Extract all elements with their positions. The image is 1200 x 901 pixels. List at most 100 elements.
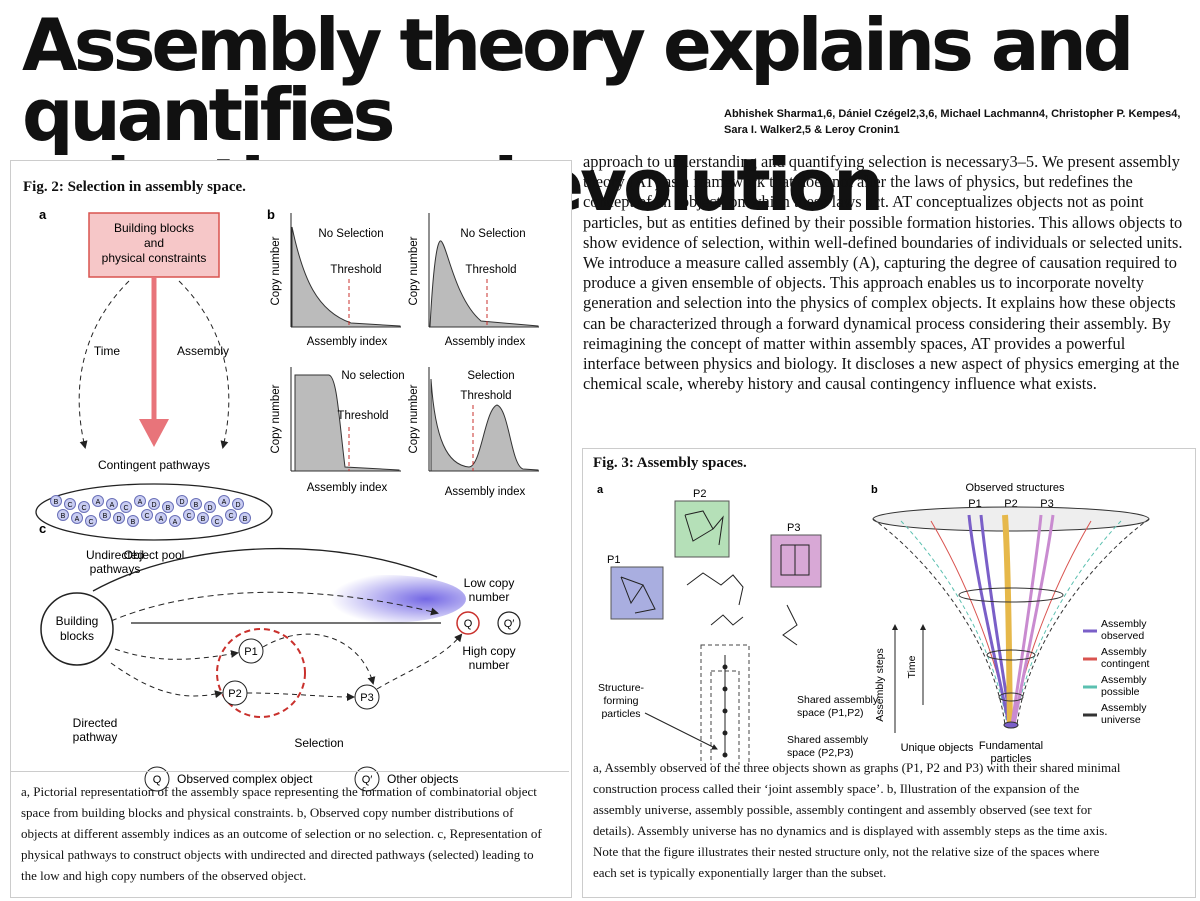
abstract-text: approach to understanding and quantifyin… <box>583 152 1183 394</box>
fig3-p3-label: P3 <box>787 522 800 534</box>
pool-particle <box>148 498 160 510</box>
structure-pointer <box>644 712 718 750</box>
pool-particle <box>64 498 76 510</box>
shared-space-p1p2 <box>700 644 750 765</box>
plot-2-xlabel: Assembly index <box>445 336 526 348</box>
pool-particle <box>120 501 132 513</box>
plot-3-threshold: Threshold <box>337 410 388 422</box>
pool-particle-letter: C <box>228 513 233 520</box>
pool-particle-letter: C <box>123 505 128 512</box>
plot-1-ylabel: Copy number <box>270 236 282 305</box>
assembly-arrow-head <box>139 419 169 447</box>
plot-2-ylabel: Copy number <box>408 236 420 305</box>
plot-1-xlabel: Assembly index <box>307 336 388 348</box>
box-line-2: and <box>144 236 164 250</box>
pool-particle <box>113 512 125 524</box>
legend-other: Other objects <box>387 772 458 786</box>
caption-2-line-2: space from building blocks and physical … <box>21 805 514 820</box>
p2-to-p3-arrow <box>246 692 355 701</box>
pool-particle-letter: B <box>201 516 206 523</box>
q-low-circle <box>456 611 480 635</box>
caption-2-line-1: a, Pictorial representation of the assem… <box>21 784 537 799</box>
time-dashed-arrow <box>78 280 130 449</box>
figure-3-panel: Fig. 3: Assembly spaces. a P1 P2 P3 Str <box>582 448 1196 898</box>
assembly-legend: AssemblyobservedAssemblycontingentAssemb… <box>1083 618 1150 726</box>
high-copy-label-1: High copy <box>462 644 515 658</box>
legend-observed: Observed complex object <box>177 772 313 786</box>
structure-label-1: Structure- <box>598 682 645 694</box>
author-list: Abhishek Sharma1,6, Dániel Czégel2,3,6, … <box>724 106 1194 138</box>
p2-graph-box <box>674 500 730 558</box>
caption-3-line-3: assembly universe, assembly possible, as… <box>593 802 1092 817</box>
pool-particle-letter: D <box>179 499 184 506</box>
pool-particle <box>85 515 97 527</box>
building-label-1: Building <box>56 614 99 628</box>
fig3-panel-a-label: a <box>597 484 604 496</box>
fig3-panel-b-label: b <box>871 484 878 496</box>
pool-particle <box>106 498 118 510</box>
p3-to-q-arrow <box>376 633 463 690</box>
pool-particle <box>190 498 202 510</box>
shared2-label-1: Shared assembly <box>787 734 869 746</box>
panel-a-label: a <box>39 207 47 222</box>
graph-drawings <box>620 510 810 646</box>
legend-entry-text: Assembly <box>1101 646 1147 658</box>
copy-number-plot-2: No Selection Threshold Assembly index Co… <box>408 213 539 348</box>
observed-structures-label: Observed structures <box>965 482 1065 494</box>
pool-particle-letter: A <box>222 499 227 506</box>
undirected-dashed-arrow <box>110 591 439 622</box>
pool-particle-letter: C <box>214 519 219 526</box>
caption-3-line-1: a, Assembly observed of the three object… <box>593 760 1121 775</box>
author-line-2: Sara I. Walker2,5 & Leroy Cronin1 <box>724 124 900 136</box>
pool-particle-letter: D <box>235 502 240 509</box>
plot-4-threshold: Threshold <box>460 390 511 402</box>
p1-text: P1 <box>244 646 257 658</box>
caption-3-line-5: Note that the figure illustrates their n… <box>593 844 1100 859</box>
panel-c-label: c <box>39 521 46 536</box>
pool-particle-letter: A <box>110 502 115 509</box>
assembly-steps-label: Assembly steps <box>874 648 886 722</box>
p1-graph-box <box>610 566 664 620</box>
fig3-p1-label: P1 <box>607 554 620 566</box>
directed-label-1: Directed <box>73 716 118 730</box>
p3-graph-box <box>770 534 822 588</box>
pool-particle-letter: C <box>186 513 191 520</box>
pool-particle <box>232 498 244 510</box>
undirected-glow <box>306 575 466 623</box>
pool-particle <box>99 509 111 521</box>
p2-text: P2 <box>228 688 241 700</box>
p1-to-p3-arrow <box>262 633 376 685</box>
time-axis-label: Time <box>906 655 918 678</box>
undirected-upper-curve <box>92 547 438 592</box>
panel-b-label: b <box>267 207 275 222</box>
pool-particle <box>239 512 251 524</box>
pool-particle-letter: C <box>67 502 72 509</box>
pool-particle-letter: C <box>144 513 149 520</box>
pool-particle <box>127 515 139 527</box>
legend-q-text: Q <box>153 774 162 786</box>
caption-2-line-4: physical pathways to construct objects w… <box>21 847 534 862</box>
plot-3-title: No selection <box>341 370 404 382</box>
assembly-dashed-arrow <box>178 280 230 449</box>
figure-3-caption: a, Assembly observed of the three object… <box>593 757 1121 883</box>
plot-2-title: No Selection <box>460 228 525 240</box>
box-line-1: Building blocks <box>114 221 194 235</box>
figure-2-caption: a, Pictorial representation of the assem… <box>21 781 542 886</box>
pool-particle-letter: B <box>243 516 248 523</box>
selection-circle <box>216 628 306 718</box>
undirected-label-2: pathways <box>90 562 141 576</box>
low-copy-label-2: number <box>469 590 510 604</box>
q-low-text: Q <box>464 618 473 630</box>
directed-arrow-1 <box>114 648 239 660</box>
unique-objects-label: Unique objects <box>901 742 974 754</box>
pool-particle-letter: B <box>194 502 199 509</box>
copy-number-plot-3: No selection Threshold Assembly index Co… <box>270 367 405 494</box>
pool-particle <box>92 495 104 507</box>
object-pool-ellipse <box>35 483 273 541</box>
funnel-possible <box>900 520 1122 726</box>
author-line-1: Abhishek Sharma1,6, Dániel Czégel2,3,6, … <box>724 108 1181 120</box>
building-blocks-box <box>88 212 220 278</box>
plot-3-ylabel: Copy number <box>270 384 282 453</box>
legend-entry-text: Assembly <box>1101 674 1147 686</box>
